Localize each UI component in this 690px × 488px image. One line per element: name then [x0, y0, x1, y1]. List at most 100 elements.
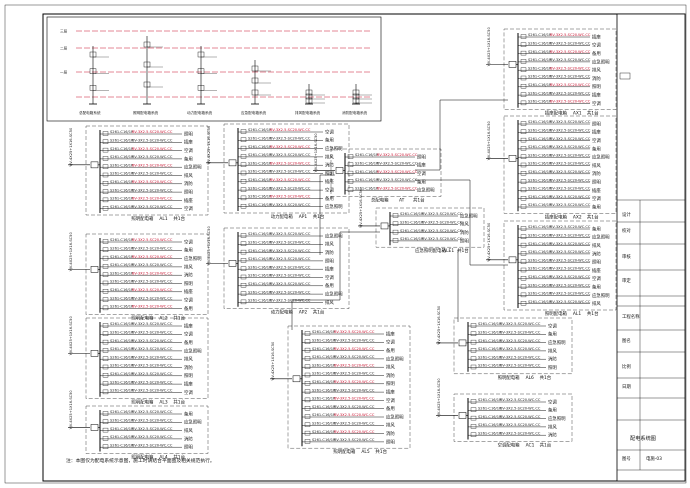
main-breaker — [380, 222, 389, 230]
breaker-label: S261-C16/1P — [528, 283, 552, 287]
circuit-cable-label: BV-3X2.5-SC20-WC.CC — [270, 128, 311, 132]
branch-breaker — [240, 170, 247, 176]
load-name: 消防 — [592, 170, 601, 177]
title-drawing-label: 图名 — [622, 337, 631, 344]
circuit-cable-label: BV-3X2.5-SC20-WC.CC — [132, 147, 173, 151]
load-name: 排风 — [184, 263, 193, 270]
circuit-cable-label: BV-3X2.5-SC20-WC.CC — [132, 188, 173, 192]
circuit-cable-label: BV-3X2.5-SC20-WC.CC — [334, 372, 375, 376]
branch-breaker — [470, 424, 477, 429]
sheet-note: 注：本图仅为配电系统示意图，施工时请结合平面图及相关规范执行。 — [66, 457, 215, 464]
load-name: 排风 — [592, 242, 601, 249]
breaker-label: S261-C16/1P — [248, 203, 272, 207]
circuit-cable-label: BV-3X2.5-SC20-WC.CC — [270, 299, 311, 303]
circuit-cable-label: BV-3X2.5-SC20-WC.CC — [500, 331, 541, 335]
branch-breaker — [102, 139, 109, 144]
branch-breaker — [102, 147, 109, 153]
circuit-cable-label: BV-3X2.5-SC20-WC.CC — [132, 288, 173, 292]
circuit-cable-label: BV-3X2.5-SC20-WC.CC — [270, 274, 311, 278]
circuit-cable-label: BV-3X2.5-SC20-WC.CC — [500, 407, 541, 411]
panel-code: AT — [399, 198, 405, 204]
load-name: 应急照明 — [592, 58, 610, 65]
riser-panel-label: 总配电箱系统 — [79, 110, 101, 115]
branch-breaker — [240, 274, 247, 280]
load-name: 照明 — [325, 258, 334, 264]
breaker-label: S261-C16/1P — [110, 280, 134, 284]
circuit-cable-label: BV-3X2.5-SC20-WC.CC — [550, 153, 591, 157]
load-name: 消防 — [184, 272, 193, 279]
circuit-cable-label: BV-3X2.5-SC20-WC.CC — [550, 66, 591, 70]
branch-breaker — [240, 233, 247, 238]
breaker-label: S261-C16/1P — [110, 347, 134, 351]
breaker-label: S261-C16/1P — [248, 299, 272, 303]
branch-breaker — [240, 145, 247, 151]
breaker-label: S261-C16/1P — [110, 263, 134, 267]
branch-breaker — [102, 373, 109, 378]
branch-breaker — [347, 154, 354, 159]
load-name: 备用 — [184, 247, 193, 254]
circuit-cable-label: BV-3X2.5-SC20-WC.CC — [550, 33, 591, 37]
breaker-label: S261-C16/1P — [528, 203, 552, 207]
panel-enclosure — [375, 207, 485, 248]
load-name: 插座 — [592, 267, 601, 274]
load-name: 照明 — [592, 180, 601, 186]
circuit-cable-label: BV-3X2.5-SC20-WC.CC — [550, 145, 591, 149]
incoming-cable-label: YJV-4X25+1X16-SC50 — [69, 316, 73, 356]
breaker-label: S261-C16/1P — [312, 438, 336, 442]
title-number-label: 图号 — [622, 456, 631, 462]
panel-count: 共1台 — [457, 247, 469, 254]
circuit-cable-label: BV-3X2.5-SC20-WC.CC — [334, 422, 375, 426]
branch-breaker — [304, 364, 311, 369]
branch-breaker — [392, 213, 399, 218]
panel-count: 共1台 — [173, 215, 185, 222]
circuit-cable-label: BV-3X2.5-SC20-WC.CC — [377, 186, 418, 190]
title-block-logo-box — [619, 72, 631, 80]
breaker-label: S261-C16/1P — [528, 91, 552, 95]
load-name: 应急照明 — [325, 203, 343, 210]
incoming-cable-label: YJV-4X25+1X16-SC50 — [487, 121, 491, 161]
circuit-cable-label: BV-3X2.5-SC20-WC.CC — [132, 427, 173, 431]
branch-breaker — [304, 389, 311, 394]
breaker-label: S261-C16/1P — [248, 153, 272, 157]
circuit-cable-label: BV-3X2.5-SC20-WC.CC — [132, 139, 173, 143]
breaker-label: S261-C16/1P — [248, 274, 272, 278]
branch-breaker — [240, 204, 247, 209]
load-name: 应急照明 — [460, 212, 478, 219]
branch-breaker — [520, 196, 527, 201]
circuit-cable-label: BV-3X2.5-SC20-WC.CC — [550, 234, 591, 238]
breaker-label: S261-C16/1P — [528, 58, 552, 62]
load-name: 空调 — [325, 128, 334, 135]
branch-breaker — [102, 436, 109, 441]
load-name: 应急照明 — [386, 355, 404, 362]
load-name: 排风 — [184, 172, 193, 179]
title-approver: 审定 — [622, 277, 631, 284]
panel-enclosure — [223, 227, 350, 309]
panel-count: 共1台 — [313, 309, 325, 316]
load-name: 应急照明 — [592, 292, 610, 299]
panel-count: 共1台 — [587, 310, 599, 317]
circuit-cable-label: BV-3X2.5-SC20-WC.CC — [550, 275, 591, 279]
circuit-cable-label: BV-3X2.5-SC20-WC.CC — [550, 137, 591, 141]
circuit-cable-label: BV-3X2.5-SC20-WC.CC — [334, 388, 375, 392]
main-breaker — [292, 375, 301, 383]
circuit-cable-label: BV-3X2.5-SC20-WC.CC — [500, 339, 541, 343]
load-name: 备用 — [548, 331, 557, 338]
load-name: 照明 — [325, 171, 334, 177]
main-breaker — [508, 155, 517, 162]
breaker-label: S261-C16/1P — [478, 423, 502, 427]
circuit-cable-label: BV-3X2.5-SC20-WC.CC — [334, 380, 375, 384]
breaker-label: S261-C16/1P — [528, 100, 552, 104]
circuit-cable-label: BV-3X2.5-SC20-WC.CC — [132, 355, 173, 359]
title-block: 设计 校对 审核 审定 工程名称 图名 配电系统图 比例 日期 图号 电施-03 — [616, 13, 686, 482]
circuit-cable-label: BV-3X2.5-SC20-WC.CC — [500, 355, 541, 359]
branch-breaker — [102, 189, 109, 194]
load-name: 空调 — [592, 275, 601, 282]
branch-breaker — [240, 241, 247, 246]
load-name: 排风 — [548, 347, 557, 354]
panel-enclosure — [503, 220, 617, 311]
breaker-label: S261-C16/1P — [110, 247, 134, 251]
title-checker: 校对 — [622, 227, 631, 234]
panel-count: 共1台 — [375, 448, 387, 455]
